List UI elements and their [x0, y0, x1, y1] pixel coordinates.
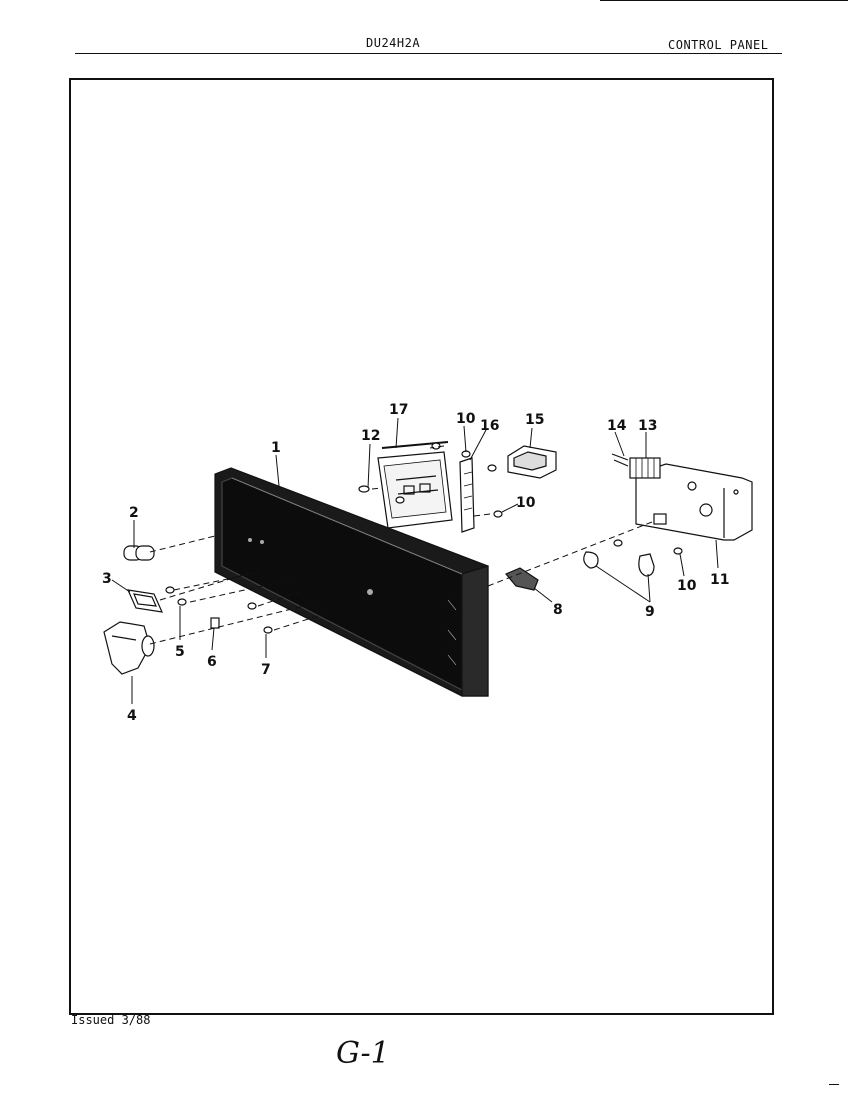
- knob-part: [103, 621, 155, 675]
- timer-part: [635, 463, 753, 541]
- model-number: DU24H2A: [366, 36, 421, 50]
- callout-6: 6: [207, 654, 217, 670]
- wire-lead-part: [611, 453, 629, 467]
- connector-part: [629, 457, 661, 479]
- control-panel-part: [214, 467, 489, 697]
- callout-9: 9: [645, 604, 655, 620]
- callout-1: 1: [271, 440, 281, 456]
- scan-edge-mark: [829, 1084, 839, 1085]
- callout-17: 17: [389, 402, 408, 418]
- switch-part: [507, 445, 557, 479]
- clip-part: [638, 553, 655, 577]
- page-mark: G-1: [336, 1036, 390, 1071]
- callout-2: 2: [129, 505, 139, 521]
- push-button-part: [123, 545, 155, 561]
- assembly-lines: [149, 445, 653, 645]
- terminal-strip-part: [459, 457, 475, 533]
- header-rule: [75, 53, 782, 54]
- callout-8: 8: [553, 602, 563, 618]
- callout-15: 15: [525, 412, 544, 428]
- callout-13: 13: [638, 418, 657, 434]
- callout-5: 5: [175, 644, 185, 660]
- diagram-frame: [69, 78, 774, 1015]
- callout-16: 16: [480, 418, 499, 434]
- callout-10-top: 10: [456, 411, 476, 427]
- section-title: CONTROL PANEL: [668, 38, 769, 52]
- issued-date: Issued 3/88: [71, 1013, 151, 1027]
- callout-10-timer: 10: [677, 578, 697, 594]
- circuit-board-part: [377, 441, 453, 529]
- leader-lines: [111, 417, 719, 704]
- callout-12: 12: [361, 428, 380, 444]
- scan-edge-line: [600, 0, 848, 1]
- clip-part: [583, 551, 599, 569]
- callout-14: 14: [607, 418, 627, 434]
- callout-4: 4: [127, 708, 137, 724]
- callout-3: 3: [102, 571, 112, 587]
- callout-7: 7: [261, 662, 271, 678]
- bezel-part: [127, 589, 163, 613]
- hardware-parts: [165, 442, 683, 634]
- callout-10-board: 10: [516, 495, 536, 511]
- callout-11: 11: [710, 572, 729, 588]
